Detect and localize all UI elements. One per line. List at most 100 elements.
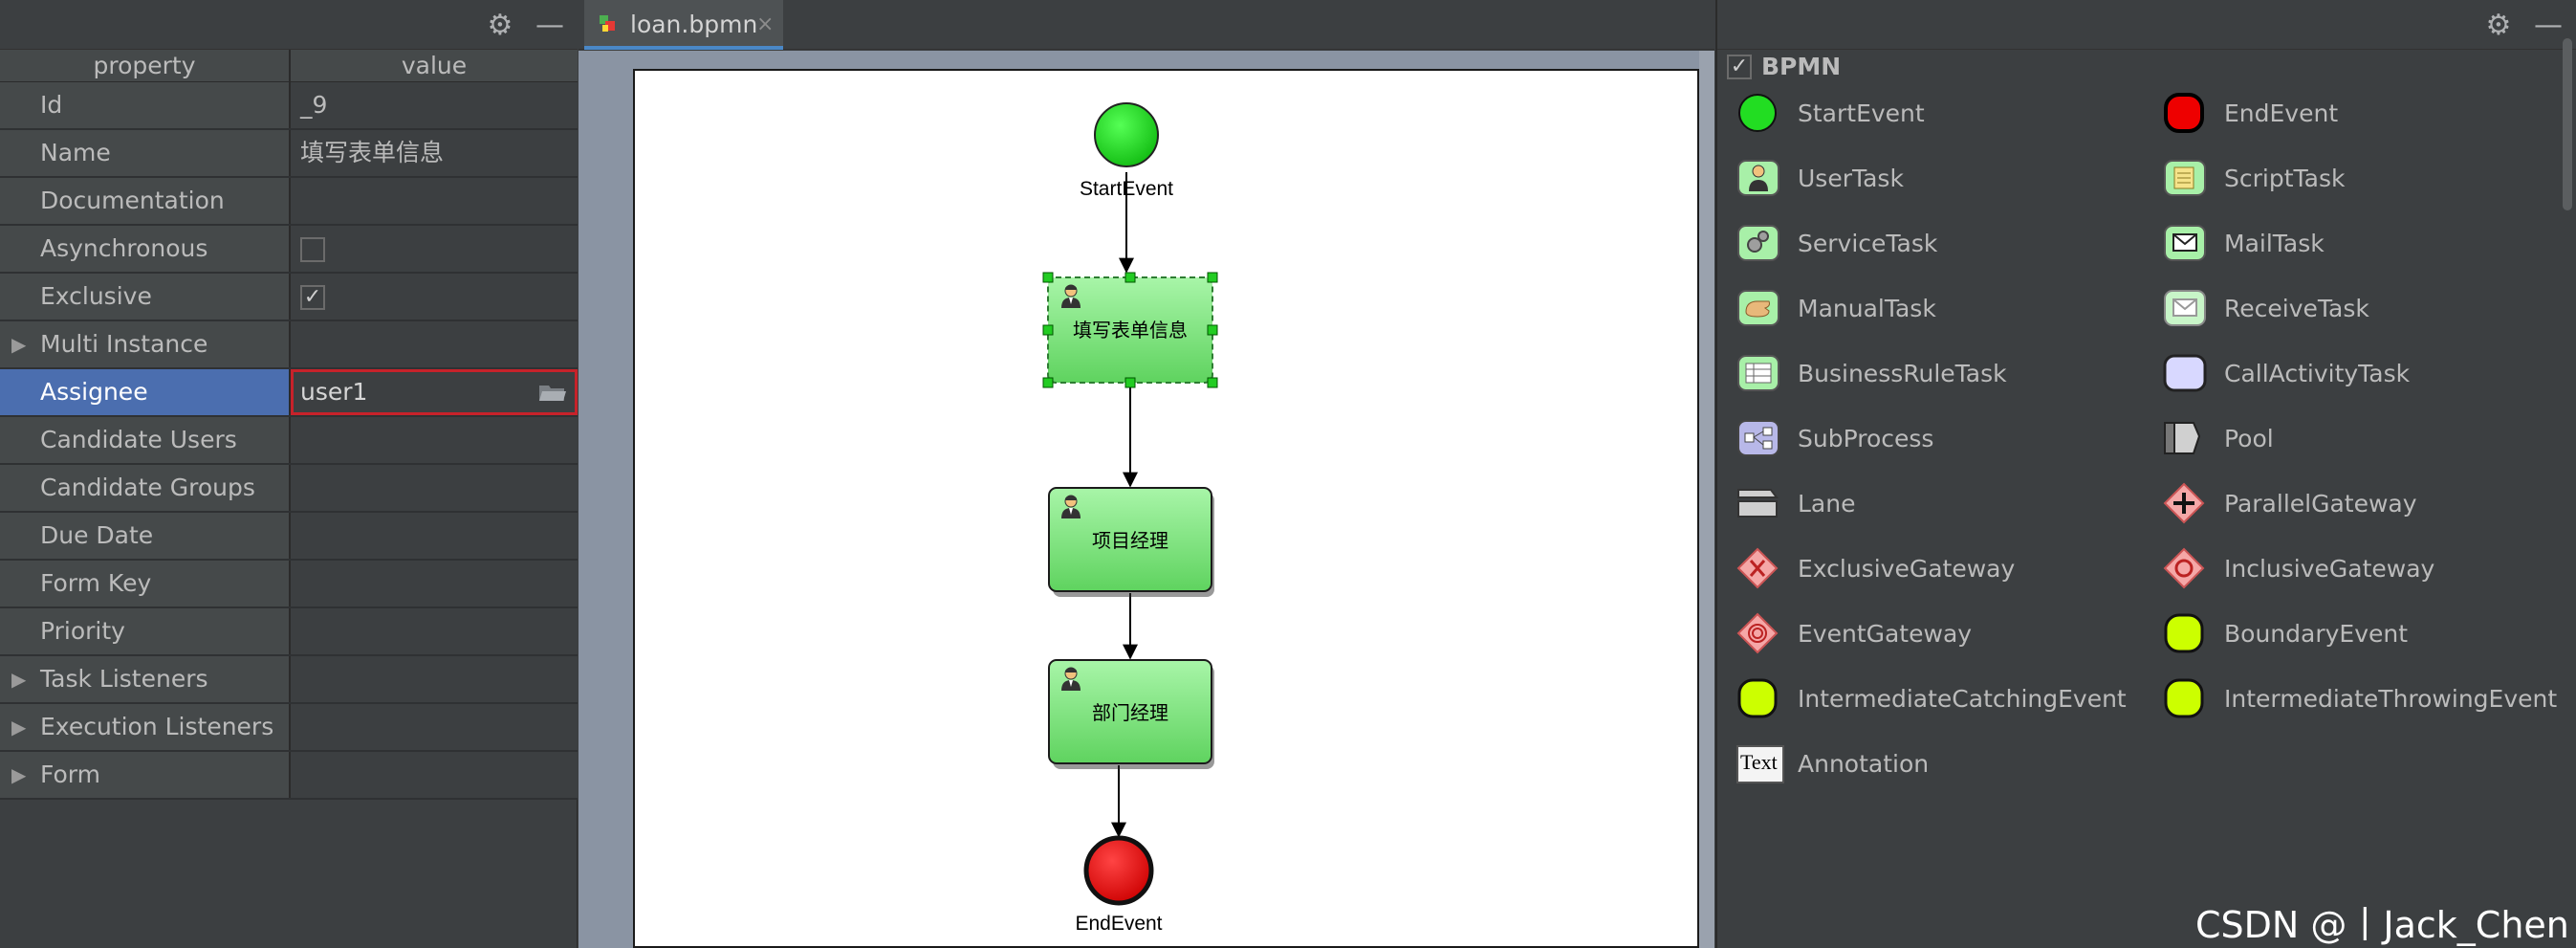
- property-row-candidate-groups[interactable]: Candidate Groups: [0, 465, 578, 513]
- palette-title[interactable]: ✓ BPMN: [1727, 50, 1841, 84]
- property-row-multi-instance[interactable]: ▶Multi Instance: [0, 321, 578, 369]
- palette-item-service-task[interactable]: ServiceTask: [1736, 218, 2157, 270]
- property-row-assignee[interactable]: Assignee user1: [0, 369, 578, 417]
- palette-item-parallel-gateway[interactable]: ParallelGateway: [2163, 478, 2576, 530]
- id-value[interactable]: _9: [291, 82, 578, 128]
- property-row-due-date[interactable]: Due Date: [0, 513, 578, 561]
- palette-item-inclusive-gateway[interactable]: InclusiveGateway: [2163, 543, 2576, 595]
- expand-arrow-icon[interactable]: ▶: [11, 716, 27, 739]
- expand-arrow-icon[interactable]: ▶: [11, 668, 27, 691]
- property-name: Name: [0, 130, 291, 176]
- exclusive-checkbox[interactable]: ✓: [300, 285, 325, 310]
- user-task-icon: [1737, 160, 1779, 196]
- minimize-icon[interactable]: —: [535, 9, 564, 42]
- property-row-candidate-users[interactable]: Candidate Users: [0, 417, 578, 465]
- end-event[interactable]: [1083, 835, 1154, 906]
- candidate-groups-value[interactable]: [291, 465, 578, 511]
- properties-table: Id _9 Name 填写表单信息 Documentation Asynchro…: [0, 82, 578, 800]
- start-event[interactable]: [1094, 102, 1159, 167]
- property-name: Candidate Users: [0, 417, 291, 463]
- expand-arrow-icon[interactable]: ▶: [11, 333, 27, 356]
- property-row-exclusive[interactable]: Exclusive ✓: [0, 274, 578, 321]
- manual-task-icon: [1737, 290, 1779, 326]
- folder-icon[interactable]: [538, 382, 567, 403]
- name-value[interactable]: 填写表单信息: [291, 130, 578, 176]
- assignee-value[interactable]: user1: [291, 369, 578, 415]
- palette-item-lane[interactable]: Lane: [1736, 478, 2157, 530]
- service-task-icon: [1737, 225, 1779, 261]
- palette-item-event-gateway[interactable]: EventGateway: [1736, 608, 2157, 660]
- property-name: ▶Task Listeners: [0, 656, 291, 702]
- asynchronous-checkbox[interactable]: [300, 237, 325, 262]
- pool-icon: [2164, 422, 2201, 454]
- form-value[interactable]: [291, 752, 578, 798]
- task-listeners-value[interactable]: [291, 656, 578, 702]
- property-row-form-key[interactable]: Form Key: [0, 561, 578, 608]
- event-gateway-icon: [1736, 612, 1779, 654]
- palette-item-annotation[interactable]: Text Annotation: [1736, 739, 2157, 790]
- exclusive-value[interactable]: ✓: [291, 274, 578, 320]
- properties-toolbar: ⚙ —: [0, 0, 578, 50]
- palette-item-subprocess[interactable]: SubProcess: [1736, 413, 2157, 465]
- palette-item-call-activity-task[interactable]: CallActivityTask: [2163, 348, 2576, 400]
- property-name: Candidate Groups: [0, 465, 291, 511]
- palette-item-user-task[interactable]: UserTask: [1736, 153, 2157, 205]
- palette-item-business-rule-task[interactable]: BusinessRuleTask: [1736, 348, 2157, 400]
- due-date-value[interactable]: [291, 513, 578, 559]
- palette-item-intermediate-throwing-event[interactable]: IntermediateThrowingEvent: [2163, 673, 2576, 725]
- property-name: Asynchronous: [0, 226, 291, 272]
- property-name: ▶Form: [0, 752, 291, 798]
- business-rule-task-icon: [1737, 355, 1779, 391]
- property-row-documentation[interactable]: Documentation: [0, 178, 578, 226]
- palette-item-pool[interactable]: Pool: [2163, 413, 2576, 465]
- palette-item-manual-task[interactable]: ManualTask: [1736, 283, 2157, 335]
- bpmn-diagram: [1042, 102, 1218, 906]
- user-task-project-manager[interactable]: [1048, 487, 1214, 597]
- property-row-asynchronous[interactable]: Asynchronous: [0, 226, 578, 274]
- user-task-fill-form[interactable]: [1042, 272, 1218, 388]
- property-row-priority[interactable]: Priority: [0, 608, 578, 656]
- palette-item-intermediate-catching-event[interactable]: IntermediateCatchingEvent: [1736, 673, 2157, 725]
- multi-instance-value[interactable]: [291, 321, 578, 367]
- property-name: Documentation: [0, 178, 291, 224]
- tab-loan-bpmn[interactable]: loan.bpmn ×: [584, 0, 783, 50]
- editor-scrollbar[interactable]: [1699, 51, 1714, 948]
- palette-item-script-task[interactable]: ScriptTask: [2163, 153, 2576, 205]
- palette-item-end-event[interactable]: EndEvent: [2163, 88, 2576, 140]
- gear-icon[interactable]: ⚙: [2485, 9, 2512, 42]
- priority-value[interactable]: [291, 608, 578, 654]
- bpmn-canvas[interactable]: StartEvent 填写表单信息 项目经理 部门经理 EndEvent: [633, 69, 1699, 948]
- property-name: Due Date: [0, 513, 291, 559]
- property-row-name[interactable]: Name 填写表单信息: [0, 130, 578, 178]
- property-column-header: property: [0, 50, 291, 82]
- form-key-value[interactable]: [291, 561, 578, 606]
- intermediate-throwing-event-icon: [2164, 678, 2204, 718]
- palette-item-exclusive-gateway[interactable]: ExclusiveGateway: [1736, 543, 2157, 595]
- exclusive-gateway-icon: [1736, 547, 1779, 589]
- gear-icon[interactable]: ⚙: [487, 9, 513, 42]
- property-row-execution-listeners[interactable]: ▶Execution Listeners: [0, 704, 578, 752]
- property-row-form[interactable]: ▶Form: [0, 752, 578, 800]
- palette-scrollbar[interactable]: [2563, 38, 2572, 210]
- close-icon[interactable]: ×: [756, 12, 775, 36]
- palette-item-receive-task[interactable]: ReceiveTask: [2163, 283, 2576, 335]
- tab-label: loan.bpmn: [630, 11, 758, 38]
- start-event-label: StartEvent: [1079, 178, 1174, 200]
- expand-arrow-icon[interactable]: ▶: [11, 763, 27, 786]
- documentation-value[interactable]: [291, 178, 578, 224]
- asynchronous-value[interactable]: [291, 226, 578, 272]
- candidate-users-value[interactable]: [291, 417, 578, 463]
- user-task-department-manager[interactable]: [1048, 659, 1214, 769]
- property-name: Exclusive: [0, 274, 291, 320]
- script-task-icon: [2164, 160, 2206, 196]
- palette-checkbox[interactable]: ✓: [1727, 55, 1752, 79]
- property-row-task-listeners[interactable]: ▶Task Listeners: [0, 656, 578, 704]
- intermediate-catching-event-icon: [1737, 678, 1778, 718]
- palette-item-mail-task[interactable]: MailTask: [2163, 218, 2576, 270]
- minimize-icon[interactable]: —: [2534, 9, 2563, 42]
- palette-item-boundary-event[interactable]: BoundaryEvent: [2163, 608, 2576, 660]
- watermark: CSDN @丨Jack_Chen丨: [2195, 904, 2576, 946]
- palette-item-start-event[interactable]: StartEvent: [1736, 88, 2157, 140]
- execution-listeners-value[interactable]: [291, 704, 578, 750]
- property-row-id[interactable]: Id _9: [0, 82, 578, 130]
